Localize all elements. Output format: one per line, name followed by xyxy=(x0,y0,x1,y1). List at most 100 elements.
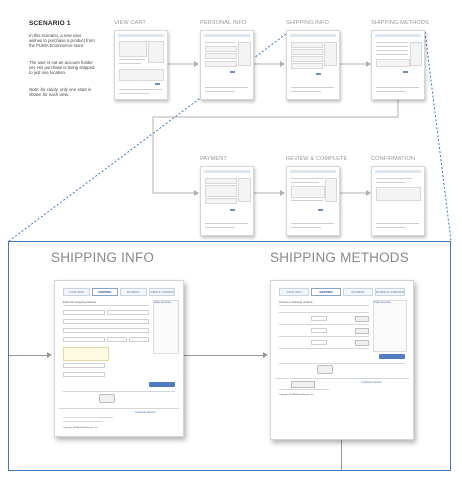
flow-arrow-3 xyxy=(366,61,371,67)
step-label-confirmation: CONFIRMATION xyxy=(371,156,415,162)
continue-button[interactable] xyxy=(379,354,405,359)
footer-line xyxy=(279,389,329,390)
thumb-field xyxy=(291,49,323,55)
method-button[interactable] xyxy=(355,340,369,346)
thumb-line xyxy=(376,178,412,179)
thumb-button xyxy=(318,209,323,211)
thumb-field xyxy=(205,61,237,67)
first-name-field[interactable] xyxy=(63,310,105,315)
footer-line xyxy=(63,417,113,418)
tab-review[interactable]: Review & Complete xyxy=(148,288,175,296)
thumb-line xyxy=(205,227,235,228)
footer-copyright: Copyright PUMA North America, Inc. xyxy=(63,427,99,429)
order-summary-title: Order Summary xyxy=(374,301,392,304)
method-select[interactable] xyxy=(311,316,327,321)
state-select[interactable] xyxy=(107,337,127,342)
address2-field[interactable] xyxy=(63,328,149,333)
thumb-line xyxy=(291,87,334,88)
thumb-header xyxy=(204,34,250,37)
flow-arrow-5 xyxy=(280,190,285,196)
detail-arrow-in-head xyxy=(47,352,52,358)
divider xyxy=(279,305,369,306)
thumb-line xyxy=(205,42,235,43)
thumb-line xyxy=(376,54,408,55)
method-row[interactable] xyxy=(279,312,369,313)
newsletter-button[interactable] xyxy=(291,381,315,388)
thumb-field xyxy=(205,53,237,59)
thumb-shipping-methods[interactable] xyxy=(371,30,425,100)
method-row[interactable] xyxy=(279,336,369,337)
tab-your-info[interactable]: Your Info xyxy=(63,288,90,296)
tab-payment[interactable]: Payment xyxy=(343,288,373,296)
thumb-button xyxy=(155,83,160,85)
zip-field[interactable] xyxy=(129,337,149,342)
thumb-line xyxy=(376,227,406,228)
step-label-personal-info: PERSONAL INFO xyxy=(200,20,247,26)
detail-zoom-panel xyxy=(8,241,451,471)
tab-payment[interactable]: Payment xyxy=(120,288,147,296)
thumb-shipping-info[interactable] xyxy=(286,30,340,100)
customer-service-link[interactable]: Customer Service xyxy=(135,411,156,414)
thumb-payment[interactable] xyxy=(200,166,254,236)
thumb-line xyxy=(119,63,141,64)
order-summary-sidebar xyxy=(153,300,179,354)
method-row[interactable] xyxy=(279,324,369,325)
method-row[interactable] xyxy=(279,348,369,349)
order-summary-sidebar xyxy=(373,300,407,352)
flow-wrap-line xyxy=(152,100,399,194)
method-button[interactable] xyxy=(355,328,369,334)
thumb-field xyxy=(291,42,323,48)
thumb-button xyxy=(316,73,321,75)
customer-service-link[interactable]: Customer Service xyxy=(361,381,382,384)
thumb-line xyxy=(205,223,248,224)
method-select[interactable] xyxy=(311,340,327,345)
email-field[interactable] xyxy=(63,372,105,377)
footer-divider xyxy=(59,408,179,409)
step-label-payment: PAYMENT xyxy=(200,156,227,162)
step-label-view-cart: VIEW CART xyxy=(114,20,146,26)
flow-arrow-6 xyxy=(366,190,371,196)
scenario-paragraph-2: The user is not an account holder yet. H… xyxy=(29,60,95,76)
thumb-sidebar xyxy=(238,42,251,66)
tab-your-info[interactable]: Your Info xyxy=(279,288,309,296)
tab-review[interactable]: Review & Complete xyxy=(375,288,405,296)
order-summary-title: Order Summary xyxy=(154,301,172,304)
thumb-line xyxy=(376,87,419,88)
tab-shipping[interactable]: Shipping xyxy=(91,288,118,296)
thumb-line xyxy=(291,227,321,228)
thumb-line xyxy=(291,200,323,201)
phone-field[interactable] xyxy=(63,363,105,368)
thumb-sidebar xyxy=(324,42,337,66)
thumb-block xyxy=(148,41,164,63)
flow-arrow-4 xyxy=(194,190,199,196)
detail-arrow-mid-line xyxy=(184,355,264,356)
thumb-line xyxy=(376,182,406,183)
thumb-header xyxy=(290,170,336,173)
thumb-block xyxy=(376,59,410,67)
thumb-personal-info[interactable] xyxy=(200,30,254,100)
continue-button[interactable] xyxy=(149,382,175,387)
thumb-confirmation[interactable] xyxy=(371,166,425,236)
flow-arrow-1 xyxy=(194,61,199,67)
address-suggestion-tooltip xyxy=(63,347,109,361)
thumb-line xyxy=(291,178,323,179)
thumb-header xyxy=(375,34,421,37)
city-field[interactable] xyxy=(63,337,105,342)
step-label-shipping-info: SHIPPING INFO xyxy=(286,20,329,26)
method-select[interactable] xyxy=(311,328,327,333)
method-button[interactable] xyxy=(355,316,369,322)
thumb-line xyxy=(119,93,149,94)
thumb-line xyxy=(291,223,334,224)
footer-copyright: Copyright PUMA North America, Inc. xyxy=(279,394,315,396)
thumb-view-cart[interactable] xyxy=(114,30,168,100)
detail-arrow-in-line xyxy=(9,355,49,356)
thumb-review-complete[interactable] xyxy=(286,166,340,236)
divider xyxy=(63,305,149,306)
thumb-sidebar xyxy=(238,178,251,202)
tab-shipping[interactable]: Shipping xyxy=(311,288,341,296)
last-name-field[interactable] xyxy=(107,310,149,315)
divider xyxy=(279,363,405,364)
address-field[interactable] xyxy=(63,319,149,324)
thumb-header xyxy=(290,34,336,37)
methods-heading: Choose a shipping method xyxy=(279,300,313,304)
